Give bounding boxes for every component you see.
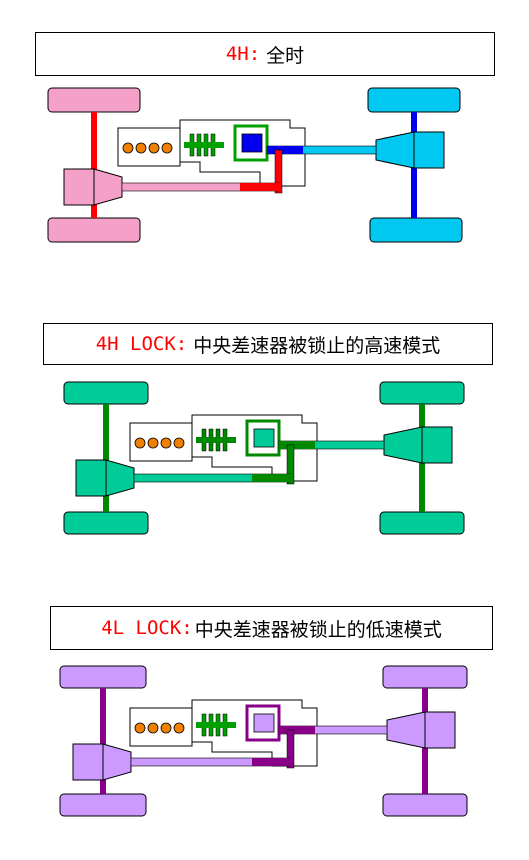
center-diff-core bbox=[253, 428, 275, 448]
rear-axle bbox=[100, 688, 106, 794]
rear-diff-housing bbox=[102, 743, 132, 781]
rear-output bbox=[252, 474, 292, 482]
front-diff-housing bbox=[386, 711, 426, 749]
drivetrain-diagram bbox=[47, 87, 463, 243]
engine-cylinder bbox=[173, 437, 185, 449]
gear-shaft bbox=[196, 722, 236, 728]
rear-differential bbox=[75, 459, 107, 497]
rear-right-wheel bbox=[59, 793, 147, 817]
mode-name: 4L LOCK: bbox=[101, 617, 193, 639]
transfer-chain bbox=[286, 444, 295, 485]
mode-description: 中央差速器被锁止的高速模式 bbox=[193, 334, 441, 357]
engine-cylinder bbox=[147, 722, 159, 734]
front-right-wheel bbox=[382, 793, 468, 817]
engine-cylinder bbox=[122, 142, 134, 154]
front-output bbox=[279, 726, 315, 734]
panel-4l-lock: 4L LOCK: 中央差速器被锁止的低速模式 bbox=[0, 572, 529, 860]
engine-cylinder bbox=[160, 437, 172, 449]
front-differential bbox=[413, 131, 445, 169]
panel-4h: 4H: 全时 bbox=[0, 0, 529, 260]
mode-name: 4H LOCK: bbox=[95, 333, 188, 355]
front-left-wheel bbox=[367, 87, 461, 113]
panel-4h-lock: 4H LOCK: 中央差速器被锁止的高速模式 bbox=[0, 290, 529, 550]
gear-shaft bbox=[196, 437, 236, 443]
mode-description: 中央差速器被锁止的低速模式 bbox=[194, 618, 442, 641]
rear-output bbox=[240, 183, 280, 191]
center-diff-frame bbox=[233, 124, 269, 162]
center-diff-core bbox=[241, 133, 263, 153]
engine-cylinder bbox=[147, 437, 159, 449]
front-output bbox=[279, 441, 315, 449]
rear-left-wheel bbox=[63, 381, 149, 405]
gear-shaft bbox=[184, 142, 224, 148]
front-output bbox=[267, 146, 303, 154]
rear-axle bbox=[103, 404, 109, 512]
mode-label-box: 4H LOCK: 中央差速器被锁止的高速模式 bbox=[43, 323, 493, 365]
engine-cylinder bbox=[134, 437, 146, 449]
front-differential bbox=[424, 711, 456, 749]
mode-name: 4H: bbox=[225, 43, 261, 65]
engine-cylinder bbox=[161, 142, 173, 154]
rear-output bbox=[252, 758, 292, 766]
engine-cylinder bbox=[135, 142, 147, 154]
rear-diff-housing bbox=[93, 168, 123, 206]
rear-left-wheel bbox=[47, 87, 141, 113]
front-diff-housing bbox=[375, 131, 415, 169]
transfer-chain bbox=[286, 729, 295, 769]
front-left-wheel bbox=[382, 665, 468, 689]
engine-cylinder bbox=[148, 142, 160, 154]
drivetrain-diagram bbox=[59, 665, 468, 817]
center-diff-frame bbox=[245, 419, 281, 457]
rear-left-wheel bbox=[59, 665, 147, 689]
rear-right-wheel bbox=[47, 217, 141, 243]
engine-cylinder bbox=[160, 722, 172, 734]
drivetrain-diagram bbox=[63, 381, 465, 535]
rear-diff-housing bbox=[105, 459, 135, 497]
front-right-wheel bbox=[369, 217, 463, 243]
rear-right-wheel bbox=[63, 511, 149, 535]
front-differential bbox=[421, 426, 453, 464]
rear-axle bbox=[91, 112, 97, 218]
front-left-wheel bbox=[379, 381, 465, 405]
transfer-chain bbox=[274, 149, 283, 194]
mode-label-box: 4H: 全时 bbox=[35, 32, 495, 76]
center-diff-frame bbox=[245, 704, 281, 742]
rear-differential bbox=[63, 168, 95, 206]
front-right-wheel bbox=[379, 511, 465, 535]
center-diff-core bbox=[253, 713, 275, 733]
engine-cylinder bbox=[134, 722, 146, 734]
rear-differential bbox=[72, 743, 104, 781]
engine-cylinder bbox=[173, 722, 185, 734]
mode-label-box: 4L LOCK: 中央差速器被锁止的低速模式 bbox=[50, 606, 493, 650]
front-diff-housing bbox=[383, 426, 423, 464]
mode-description: 全时 bbox=[266, 44, 305, 67]
